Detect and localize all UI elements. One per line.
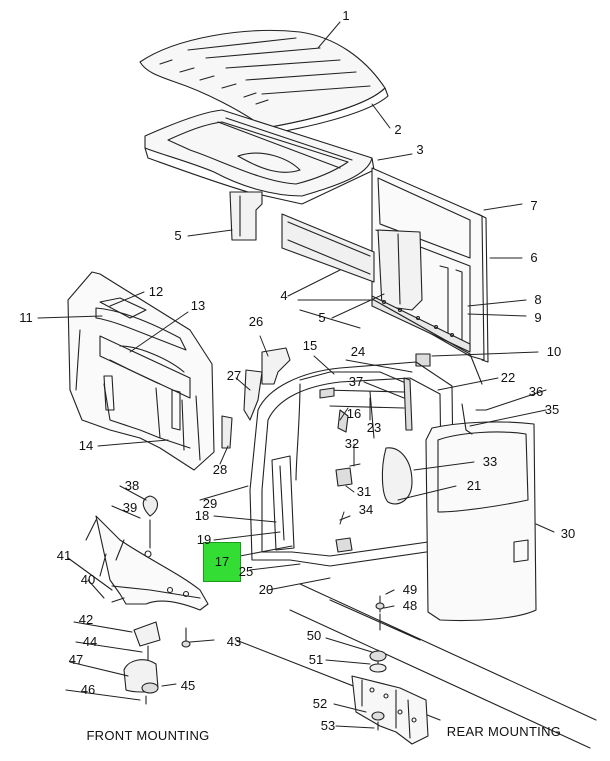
part-label-43: 43 <box>226 634 242 649</box>
part-label-2: 2 <box>394 122 402 137</box>
front-mounting-caption: FRONT MOUNTING <box>86 728 210 743</box>
part-label-28: 28 <box>212 462 228 477</box>
header-trim <box>281 213 375 283</box>
part-label-29: 29 <box>202 496 218 511</box>
leader-lines <box>37 21 555 591</box>
part-label-47: 47 <box>68 652 84 667</box>
part-label-11: 11 <box>19 310 33 325</box>
part-label-14: 14 <box>78 438 94 453</box>
part-label-30: 30 <box>560 526 576 541</box>
door-check <box>461 403 487 435</box>
part-label-13: 13 <box>190 298 206 313</box>
part-label-22: 22 <box>500 370 516 385</box>
part-label-7: 7 <box>530 198 538 213</box>
part-label-49: 49 <box>402 582 418 597</box>
part-label-27: 27 <box>226 368 242 383</box>
highlighted-part-box[interactable]: 17 <box>203 542 241 582</box>
part-label-12: 12 <box>148 284 164 299</box>
corner-trim-upper <box>229 191 263 241</box>
part-label-37: 37 <box>348 374 364 389</box>
part-label-16: 16 <box>346 406 362 421</box>
part-label-35: 35 <box>544 402 560 417</box>
part-label-3: 3 <box>416 142 424 157</box>
part-label-18: 18 <box>194 508 210 523</box>
part-label-21: 21 <box>466 478 482 493</box>
dash-assembly <box>67 271 215 471</box>
part-label-26: 26 <box>248 314 264 329</box>
part-label-5-lower: 5 <box>318 310 326 325</box>
clip-10 <box>415 353 431 367</box>
part-label-36: 36 <box>528 384 544 399</box>
part-label-1: 1 <box>342 8 350 23</box>
roof-inner-frame <box>144 109 375 205</box>
part-label-15: 15 <box>302 338 318 353</box>
door-frame <box>249 361 455 567</box>
part-label-8: 8 <box>534 292 542 307</box>
part-label-5-upper: 5 <box>174 228 182 243</box>
corner-trim-rear <box>377 229 423 311</box>
part-label-46: 46 <box>80 682 96 697</box>
part-label-10: 10 <box>546 344 562 359</box>
cab-floor <box>297 299 483 385</box>
part-label-23: 23 <box>366 420 382 435</box>
part-label-39: 39 <box>122 500 138 515</box>
part-label-20: 20 <box>258 582 274 597</box>
part-label-33: 33 <box>482 454 498 469</box>
door-inner <box>335 391 413 553</box>
a-pillar-trims <box>221 347 291 449</box>
rear-mounting <box>235 583 597 749</box>
part-label-45: 45 <box>180 678 196 693</box>
part-label-24: 24 <box>350 344 366 359</box>
part-label-53: 53 <box>320 718 336 733</box>
highlighted-part-label: 17 <box>214 554 230 569</box>
part-label-34: 34 <box>358 502 374 517</box>
part-label-41: 41 <box>56 548 72 563</box>
part-label-44: 44 <box>82 634 98 649</box>
sill-bar <box>371 295 471 353</box>
rear-mounting-caption: REAR MOUNTING <box>446 724 562 739</box>
door-outer <box>425 421 537 622</box>
part-label-48: 48 <box>402 598 418 613</box>
part-label-40: 40 <box>80 572 96 587</box>
part-label-6: 6 <box>530 250 538 265</box>
roof-panel <box>139 29 389 135</box>
part-label-9: 9 <box>534 310 542 325</box>
part-label-31: 31 <box>356 484 372 499</box>
part-label-51: 51 <box>308 652 324 667</box>
part-label-25: 25 <box>238 564 254 579</box>
part-label-32: 32 <box>344 436 360 451</box>
part-label-19: 19 <box>196 532 212 547</box>
part-label-4: 4 <box>280 288 288 303</box>
front-mounting <box>65 485 215 705</box>
part-label-52: 52 <box>312 696 328 711</box>
part-label-50: 50 <box>306 628 322 643</box>
part-label-38: 38 <box>124 478 140 493</box>
part-label-42: 42 <box>78 612 94 627</box>
